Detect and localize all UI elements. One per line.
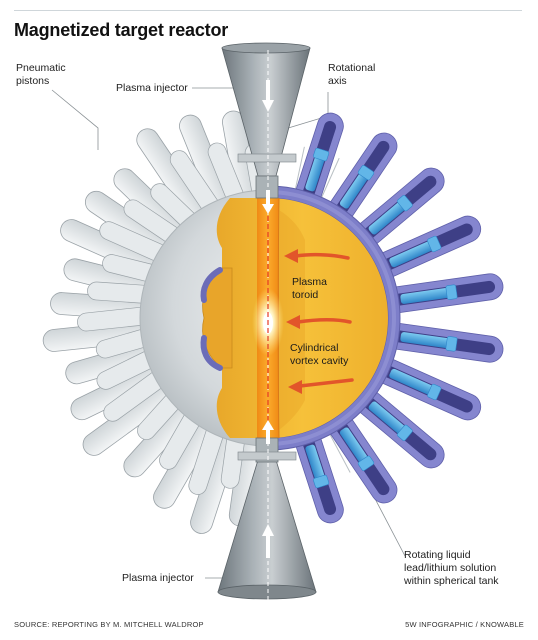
label-vortex-line1: Cylindrical: [290, 342, 339, 354]
blue-piston: [327, 132, 398, 223]
label-rotational-axis: Rotational axis: [328, 62, 375, 88]
label-pneumatic-pistons-line2: pistons: [16, 75, 50, 87]
top-rule: [14, 10, 522, 11]
label-rotational-axis-line1: Rotational: [328, 62, 376, 74]
label-plasma-toroid: Plasma toroid: [292, 276, 327, 302]
blue-piston: [374, 215, 482, 279]
label-pneumatic-pistons-line1: Pneumatic: [16, 62, 66, 74]
blue-piston: [295, 112, 344, 207]
label-vortex-line2: vortex cavity: [290, 355, 349, 367]
label-plasma-injector-top: Plasma injector: [116, 82, 188, 95]
blue-piston: [384, 273, 504, 314]
blue-piston: [354, 388, 445, 469]
pneumatic-pistons-right: [295, 112, 504, 524]
label-plasma-injector-top-text: Plasma injector: [116, 82, 188, 94]
piston-rod: [294, 146, 305, 191]
label-pneumatic-pistons: Pneumatic pistons: [16, 62, 66, 88]
blue-piston: [327, 413, 398, 504]
piston-rod: [320, 157, 340, 200]
label-rotating-liquid-line3: within spherical tank: [404, 575, 499, 587]
label-rotational-axis-line2: axis: [328, 75, 347, 87]
label-plasma-toroid-line1: Plasma: [292, 276, 328, 288]
page-title: Magnetized target reactor: [14, 20, 229, 40]
label-plasma-toroid-line2: toroid: [292, 289, 319, 301]
label-cylindrical-vortex-cavity: Cylindrical vortex cavity: [290, 342, 348, 368]
piston-rod: [328, 432, 351, 473]
label-rotating-liquid-line2: lead/lithium solution: [404, 562, 497, 574]
blue-piston: [295, 429, 344, 524]
footer-source: SOURCE: REPORTING BY M. MITCHELL WALDROP: [14, 620, 204, 629]
label-plasma-injector-bottom: Plasma injector: [122, 572, 194, 585]
label-plasma-injector-bottom-text: Plasma injector: [122, 572, 194, 584]
blue-piston: [384, 322, 504, 363]
blue-piston: [374, 357, 482, 421]
footer-credit: 5W INFOGRAPHIC / KNOWABLE: [405, 620, 524, 629]
label-rotating-liquid: Rotating liquid lead/lithium solution wi…: [404, 549, 499, 588]
label-rotating-liquid-line1: Rotating liquid: [404, 549, 471, 561]
